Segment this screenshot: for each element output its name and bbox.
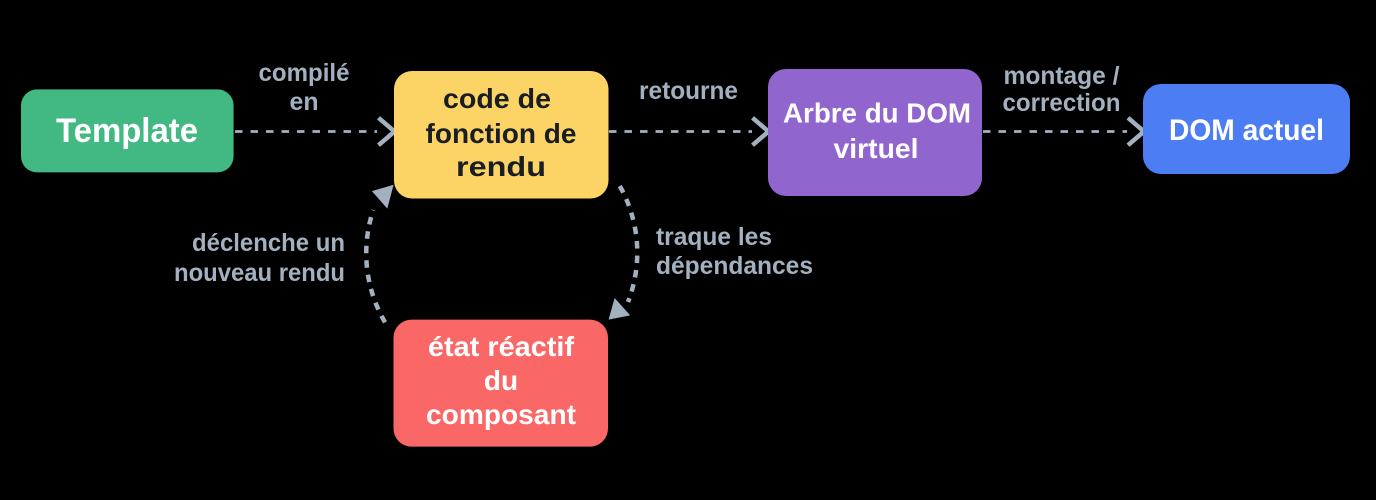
svg-text:code de: code de (443, 83, 551, 114)
svg-text:rendu: rendu (456, 151, 546, 182)
svg-text:montage /: montage / (1004, 62, 1120, 90)
svg-text:du: du (484, 365, 518, 396)
svg-text:déclenche un: déclenche un (192, 229, 345, 257)
svg-text:dépendances: dépendances (656, 252, 813, 280)
svg-text:DOM actuel: DOM actuel (1169, 114, 1324, 147)
svg-text:en: en (290, 88, 319, 116)
svg-text:traque les: traque les (656, 223, 772, 251)
svg-text:composant: composant (426, 399, 576, 430)
svg-text:Arbre du DOM: Arbre du DOM (783, 98, 971, 129)
svg-text:nouveau rendu: nouveau rendu (174, 259, 345, 287)
svg-text:virtuel: virtuel (834, 133, 919, 164)
svg-text:retourne: retourne (639, 77, 738, 105)
svg-text:fonction de: fonction de (426, 118, 577, 149)
svg-text:compilé: compilé (259, 59, 350, 87)
svg-text:état réactif: état réactif (428, 331, 575, 362)
svg-text:Template: Template (56, 112, 198, 150)
svg-text:correction: correction (1003, 89, 1121, 117)
